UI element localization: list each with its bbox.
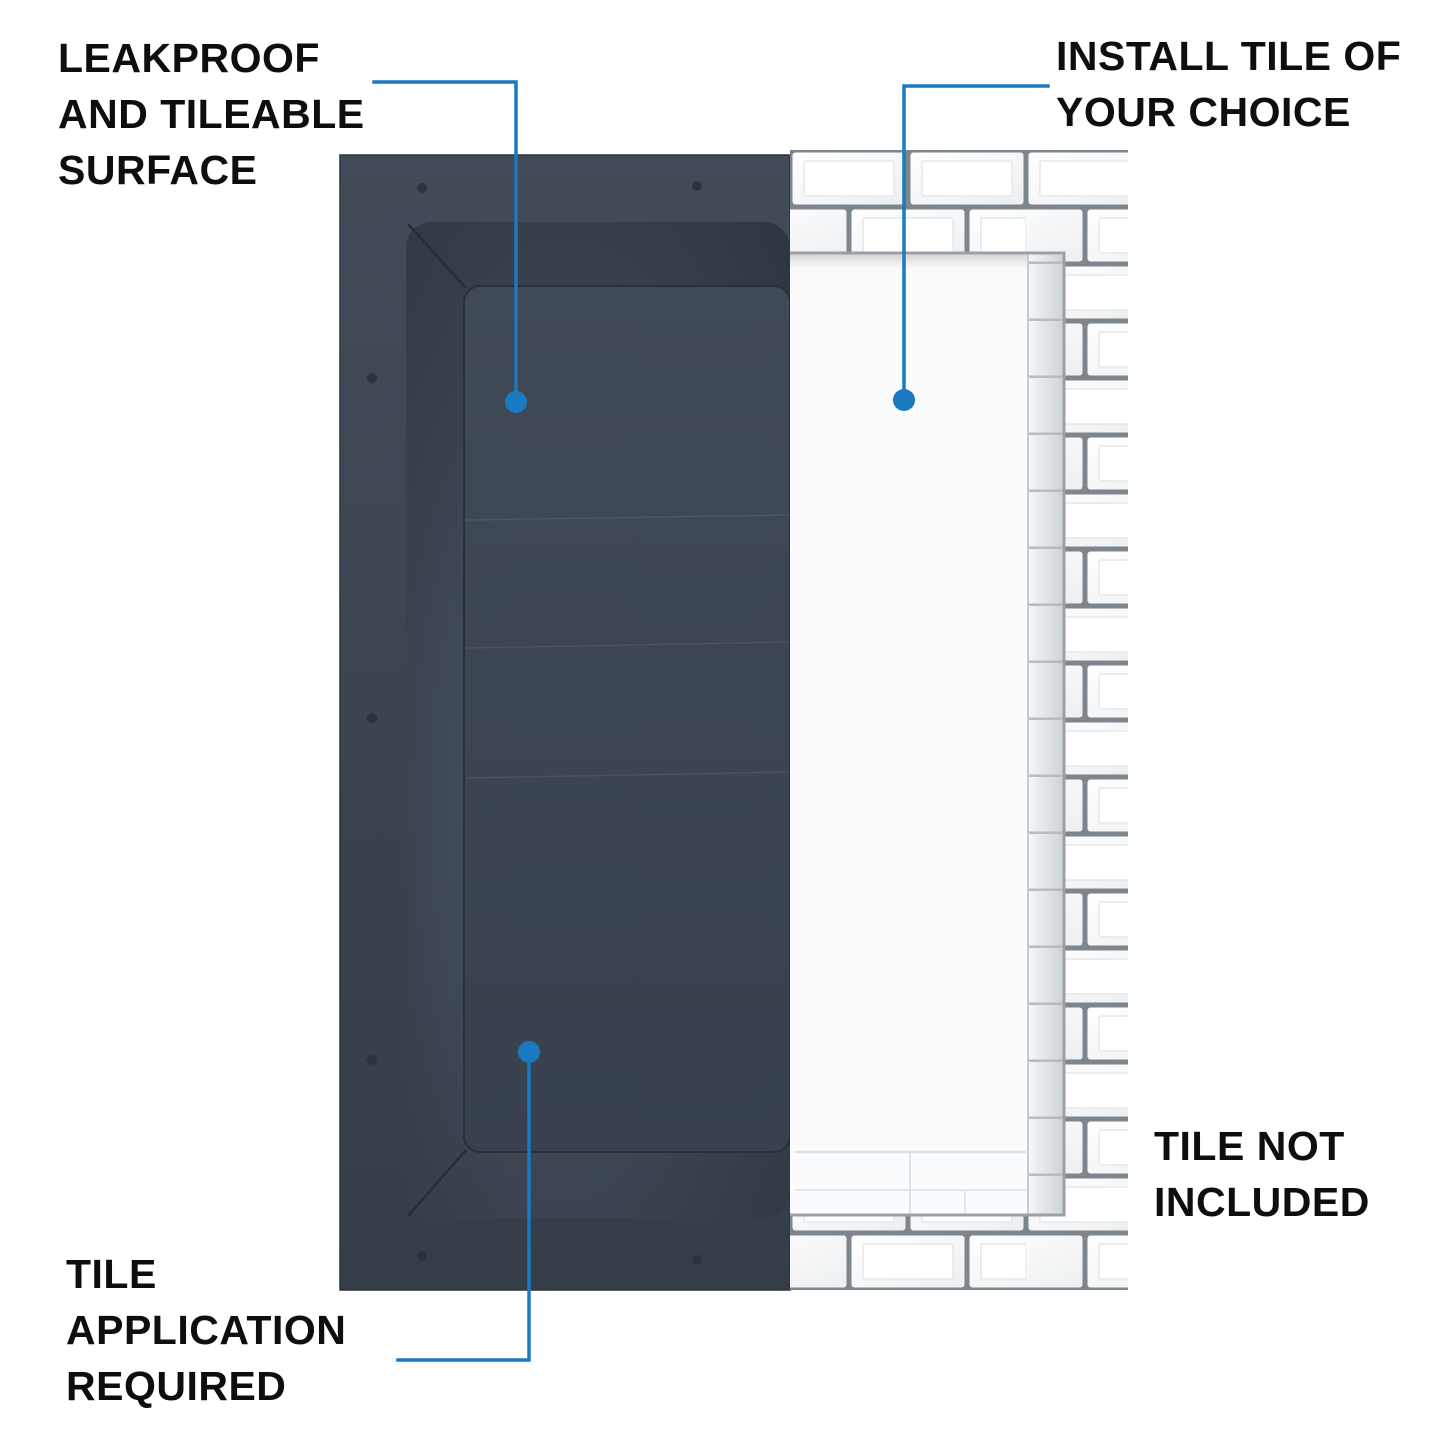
install-tile-callout-dot: [893, 389, 915, 411]
leakproof-callout-dot: [505, 391, 527, 413]
leakproof-connector-line: [372, 80, 518, 398]
tile-application-connector-line: [396, 1056, 531, 1362]
callout-line: REQUIRED: [66, 1363, 287, 1409]
sheen-line: [465, 771, 791, 779]
callout-line: SURFACE: [58, 147, 258, 193]
callout-line: YOUR CHOICE: [1056, 89, 1351, 135]
callout-line: INCLUDED: [1154, 1179, 1370, 1225]
niche-back-wall: [463, 285, 791, 1153]
recess-corner-edge-top: [407, 223, 467, 289]
niche-tiled-half: [790, 150, 1128, 1290]
callout-line: TILE: [66, 1251, 157, 1297]
opening-top-shadow: [790, 253, 1064, 269]
opening-outline: [790, 251, 1066, 1217]
callout-line: TILE NOT: [1154, 1123, 1345, 1169]
callout-line: INSTALL TILE OF: [1056, 33, 1402, 79]
install-tile-connector-line: [902, 84, 1050, 396]
niche-bare-half: [339, 154, 791, 1291]
recess-corner-edge-bottom: [407, 1149, 467, 1217]
callout-line: AND TILEABLE: [58, 91, 365, 137]
callout-connectors: [372, 80, 1050, 1362]
callout-tile-application-label: TILE APPLICATION REQUIRED: [66, 1246, 346, 1414]
sheen-line: [465, 514, 791, 521]
callout-leakproof-label: LEAKPROOF AND TILEABLE SURFACE: [58, 30, 365, 198]
callout-line: LEAKPROOF: [58, 35, 320, 81]
opening-side-wall-tile-rows: [1028, 253, 1064, 1215]
callout-tile-not-included-label: TILE NOT INCLUDED: [1154, 1118, 1370, 1230]
callout-install-tile-label: INSTALL TILE OF YOUR CHOICE: [1056, 28, 1401, 140]
tile-application-callout-dot: [518, 1041, 540, 1063]
sheen-line: [465, 641, 791, 649]
callout-line: APPLICATION: [66, 1307, 347, 1353]
tiled-niche-opening: [790, 253, 1064, 1215]
flange-dimples: [367, 181, 702, 1265]
